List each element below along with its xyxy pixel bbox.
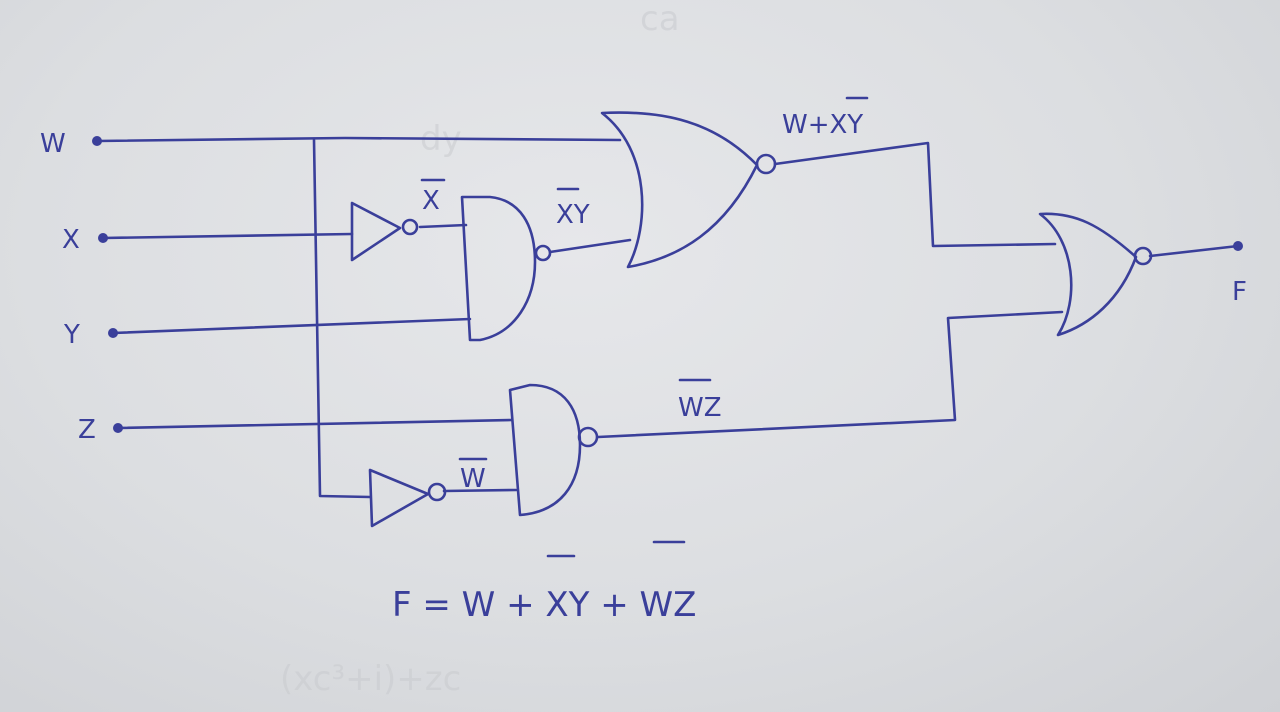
svg-text:XY: XY bbox=[556, 200, 590, 230]
input-y-label: Y bbox=[63, 320, 80, 350]
svg-text:WZ: WZ bbox=[678, 393, 722, 423]
wire-w bbox=[95, 136, 622, 143]
input-x: X bbox=[62, 225, 108, 255]
wire-xbar bbox=[418, 223, 468, 229]
label-wbar-z: WZ bbox=[678, 378, 722, 423]
input-z-label: Z bbox=[78, 415, 96, 445]
label-xbar-y: XY bbox=[556, 187, 590, 230]
input-w-label: W bbox=[40, 129, 66, 159]
inversion-bubble-icon bbox=[401, 218, 419, 236]
nor-gate-w-plus-xbar-y bbox=[600, 111, 777, 269]
label-x-bar: X bbox=[420, 178, 446, 216]
input-w: W bbox=[40, 129, 102, 159]
wire-w-branch bbox=[312, 138, 372, 499]
equation: F = W + XY + WZ bbox=[392, 540, 696, 625]
svg-text:ca: ca bbox=[640, 0, 680, 39]
nand-gate-wbar-z bbox=[508, 383, 599, 517]
input-z: Z bbox=[78, 415, 123, 445]
wires bbox=[95, 136, 1240, 499]
svg-text:W+XY: W+XY bbox=[782, 110, 863, 140]
wire-wbar bbox=[442, 488, 518, 493]
input-y: Y bbox=[63, 320, 118, 350]
wire-wbar-z bbox=[596, 310, 1064, 439]
inversion-bubble-icon bbox=[534, 244, 552, 262]
wire-xbar-y bbox=[548, 238, 632, 254]
nor-gate-output bbox=[1038, 212, 1153, 337]
label-w-bar: W bbox=[458, 457, 488, 494]
wire-y bbox=[111, 317, 472, 335]
wire-output-f bbox=[1148, 244, 1240, 258]
svg-text:W: W bbox=[460, 464, 486, 494]
not-gate-x bbox=[350, 201, 419, 262]
svg-text:X: X bbox=[422, 186, 440, 216]
not-gate-w bbox=[368, 468, 447, 528]
inversion-bubble-icon bbox=[1133, 246, 1153, 266]
wire-w-plus-xbar-y bbox=[773, 141, 1057, 248]
input-x-label: X bbox=[62, 225, 80, 255]
output-f-label: F bbox=[1232, 277, 1247, 307]
inversion-bubble-icon bbox=[577, 426, 599, 448]
output-f: F bbox=[1232, 241, 1247, 307]
wire-z bbox=[116, 418, 514, 430]
output-f-terminal bbox=[1233, 241, 1243, 251]
inversion-bubble-icon bbox=[755, 153, 777, 175]
equation-text: F = W + XY + WZ bbox=[392, 585, 696, 625]
nand-gate-xbar-y bbox=[460, 195, 552, 342]
label-w-plus-xbar-y: W+XY bbox=[782, 96, 869, 140]
inversion-bubble-icon bbox=[427, 482, 447, 502]
wire-x bbox=[101, 232, 354, 240]
svg-text:(xc³+i)+zc: (xc³+i)+zc bbox=[280, 659, 461, 699]
